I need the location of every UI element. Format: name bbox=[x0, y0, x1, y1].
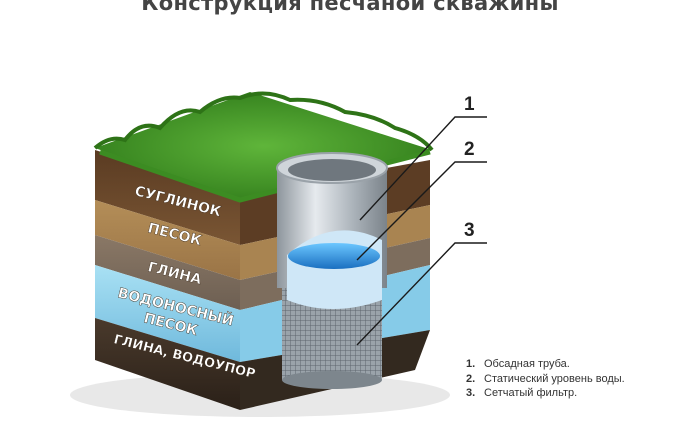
legend-item: 1.Обсадная труба. bbox=[466, 358, 570, 370]
soil-left-face bbox=[95, 150, 240, 410]
water-surface bbox=[288, 243, 380, 269]
casing-pipe bbox=[276, 152, 388, 389]
callout-lines bbox=[356, 116, 487, 346]
legend: 1.Обсадная труба. 2.Статический уровень … bbox=[466, 357, 625, 401]
callout-number: 3 bbox=[464, 220, 475, 241]
callout-number: 2 bbox=[464, 139, 475, 160]
callout-number: 1 bbox=[464, 94, 475, 115]
legend-item: 3.Сетчатый фильтр. bbox=[466, 387, 578, 399]
legend-item: 2.Статический уровень воды. bbox=[466, 372, 625, 385]
diagram-title: Конструкция песчаной скважины bbox=[141, 0, 559, 15]
